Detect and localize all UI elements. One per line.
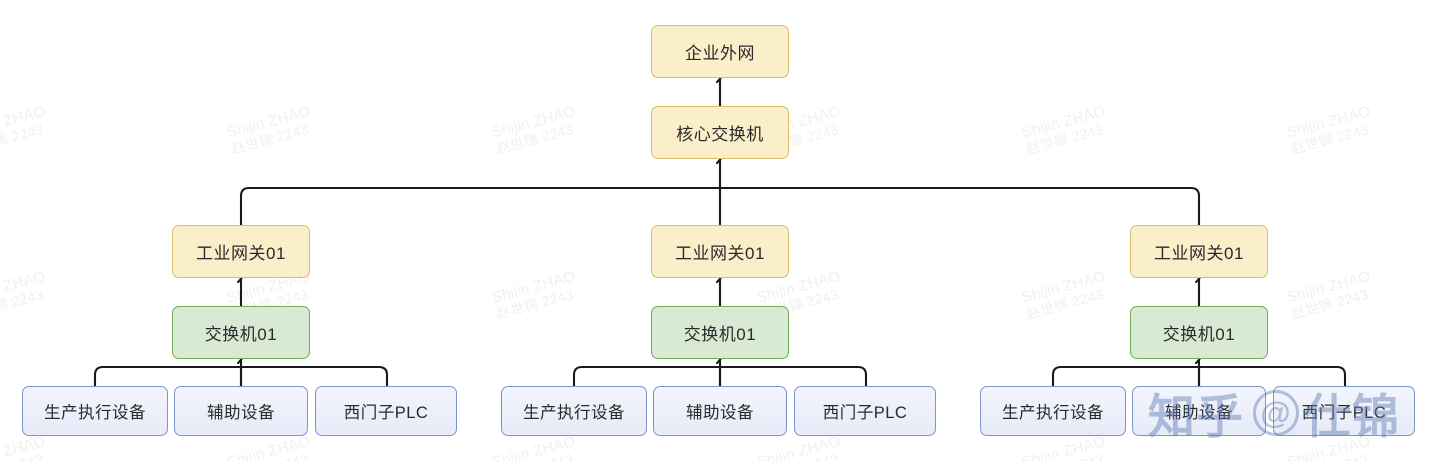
node-switch-2[interactable]: 交换机01 [651, 306, 789, 359]
edge-gateway-bus [239, 186, 1201, 228]
node-device-3-3[interactable]: 西门子PLC [1273, 386, 1415, 436]
node-label: 工业网关01 [1154, 244, 1244, 263]
node-label: 生产执行设备 [523, 404, 625, 422]
node-device-2-2[interactable]: 辅助设备 [653, 386, 787, 436]
node-industrial-gateway-1[interactable]: 工业网关01 [172, 225, 310, 278]
node-enterprise-network[interactable]: 企业外网 [651, 25, 789, 78]
node-label: 西门子PLC [1301, 404, 1387, 422]
node-label: 生产执行设备 [44, 404, 146, 422]
node-label: 西门子PLC [822, 404, 908, 422]
edge-device-bus-1 [93, 365, 389, 389]
node-label: 西门子PLC [343, 404, 429, 422]
node-label: 生产执行设备 [1002, 404, 1104, 422]
node-device-1-3[interactable]: 西门子PLC [315, 386, 457, 436]
node-label: 核心交换机 [676, 125, 764, 144]
node-industrial-gateway-3[interactable]: 工业网关01 [1130, 225, 1268, 278]
edge-device-bus-3 [1051, 365, 1347, 389]
node-label: 交换机01 [683, 325, 757, 344]
node-device-2-3[interactable]: 西门子PLC [794, 386, 936, 436]
node-device-2-1[interactable]: 生产执行设备 [501, 386, 647, 436]
node-label: 工业网关01 [675, 244, 765, 263]
node-device-3-2[interactable]: 辅助设备 [1132, 386, 1266, 436]
node-label: 辅助设备 [207, 404, 275, 422]
node-switch-1[interactable]: 交换机01 [172, 306, 310, 359]
node-label: 辅助设备 [1165, 404, 1233, 422]
node-device-1-2[interactable]: 辅助设备 [174, 386, 308, 436]
node-switch-3[interactable]: 交换机01 [1130, 306, 1268, 359]
node-label: 工业网关01 [196, 244, 286, 263]
node-device-3-1[interactable]: 生产执行设备 [980, 386, 1126, 436]
node-device-1-1[interactable]: 生产执行设备 [22, 386, 168, 436]
node-label: 交换机01 [1162, 325, 1236, 344]
node-label: 辅助设备 [686, 404, 754, 422]
node-label: 交换机01 [204, 325, 278, 344]
node-industrial-gateway-2[interactable]: 工业网关01 [651, 225, 789, 278]
edge-device-bus-2 [572, 365, 868, 389]
node-core-switch[interactable]: 核心交换机 [651, 106, 789, 159]
node-label: 企业外网 [685, 44, 755, 63]
